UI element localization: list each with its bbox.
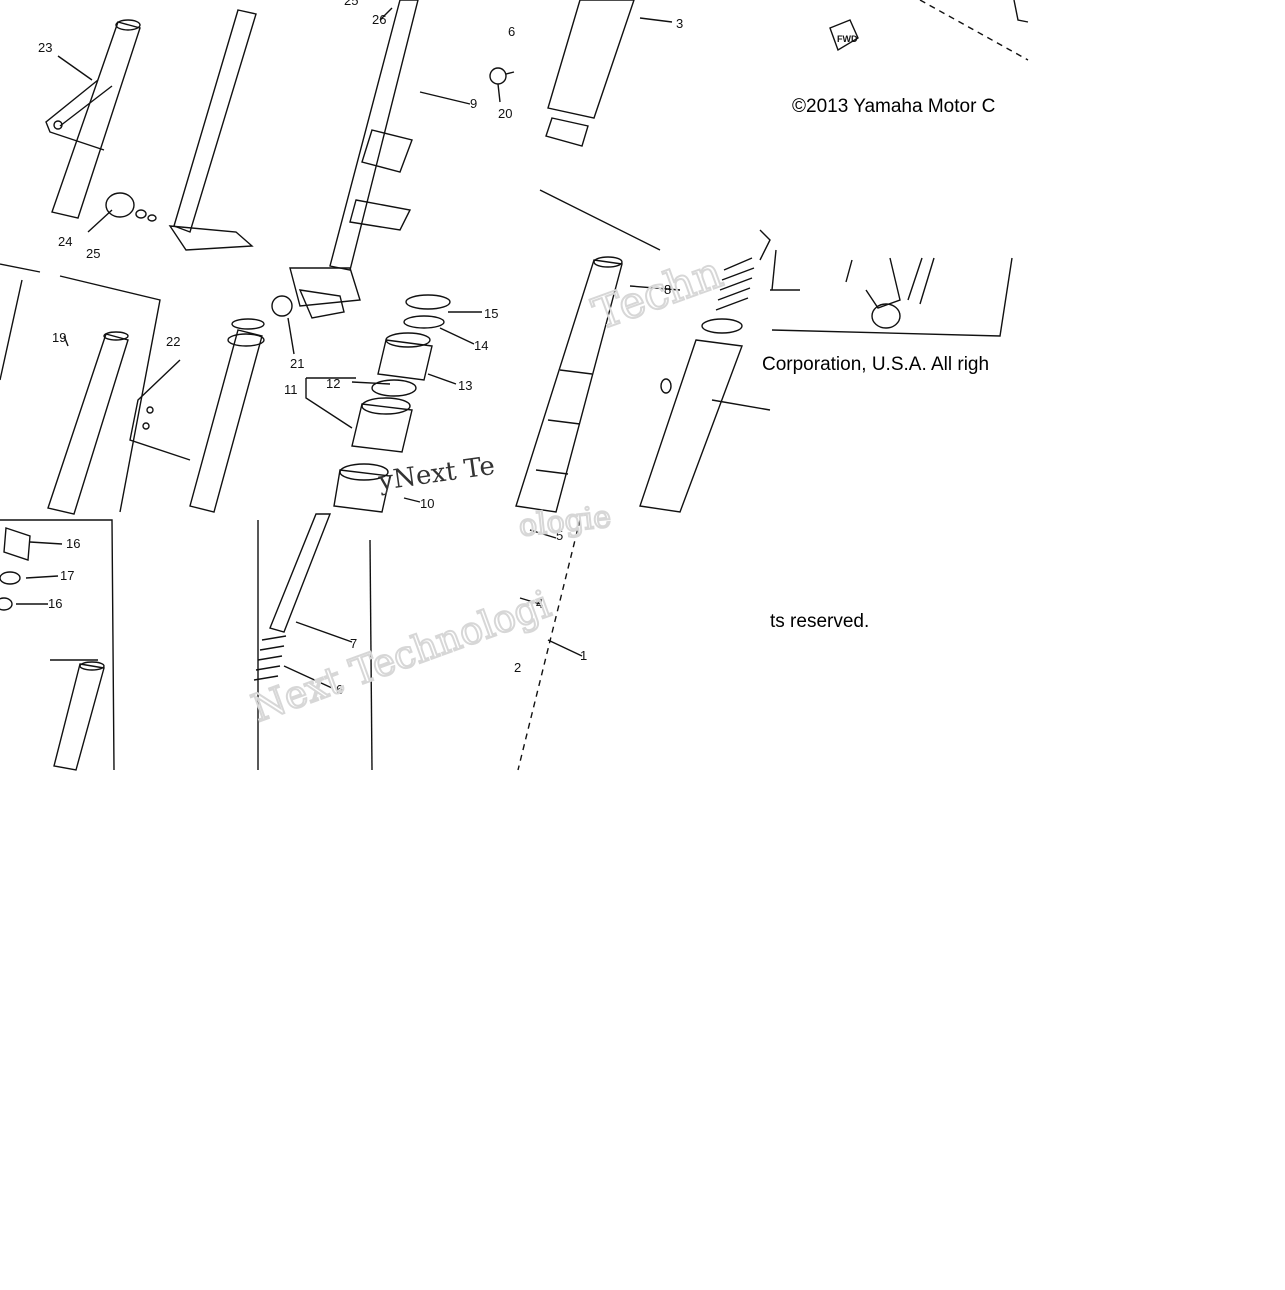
callout-9: 9: [470, 96, 477, 111]
watermark-right: Techn: [586, 247, 729, 341]
copyright-line-2: Corporation, U.S.A. All righ: [762, 354, 989, 375]
callout-15: 15: [484, 306, 498, 321]
diagram-tile-left-middle: [0, 263, 265, 771]
callout-22: 22: [166, 334, 180, 349]
callout-1: 1: [580, 648, 587, 663]
callout-10: 10: [420, 496, 434, 511]
diagram-tile-center: [253, 294, 482, 771]
callout-16-lower: 16: [48, 596, 62, 611]
diagram-tile-lower-right: [517, 519, 583, 771]
watermark-center-2: ologie: [517, 500, 612, 544]
callout-6-upper: 6: [508, 24, 515, 39]
callout-2: 2: [514, 660, 521, 675]
callout-6-lower: 6: [336, 682, 343, 697]
callout-16-upper: 16: [66, 536, 80, 551]
diagram-tile-top-mid-right: [515, 0, 771, 513]
callout-20: 20: [498, 106, 512, 121]
callout-14: 14: [474, 338, 488, 353]
copyright-line-1: ©2013 Yamaha Motor C: [792, 96, 995, 117]
watermark-left: Next Technologi: [246, 582, 556, 731]
callout-26: 26: [372, 12, 386, 27]
watermark-center: yNext Te: [376, 451, 497, 497]
callout-11: 11: [284, 382, 298, 397]
callout-23: 23: [38, 40, 52, 55]
callout-19: 19: [52, 330, 66, 345]
diagram-tile-top-center: [271, 0, 515, 355]
callout-24: 24: [58, 234, 72, 249]
callout-25-lower: 25: [86, 246, 100, 261]
callout-7: 7: [350, 636, 357, 651]
callout-25-upper: 25: [344, 0, 358, 8]
callout-4: 4: [536, 596, 543, 611]
copyright-line-3: ts reserved.: [770, 611, 869, 632]
callout-21: 21: [290, 356, 304, 371]
callout-12: 12: [326, 376, 340, 391]
callout-3: 3: [676, 16, 683, 31]
callout-13: 13: [458, 378, 472, 393]
diagram-tile-top-left: [45, 9, 257, 251]
fwd-badge: FWD: [837, 34, 858, 44]
callout-5: 5: [556, 528, 563, 543]
callout-17: 17: [60, 568, 74, 583]
diagram-tile-top-right: [770, 0, 1029, 337]
callout-8: 8: [664, 282, 671, 297]
